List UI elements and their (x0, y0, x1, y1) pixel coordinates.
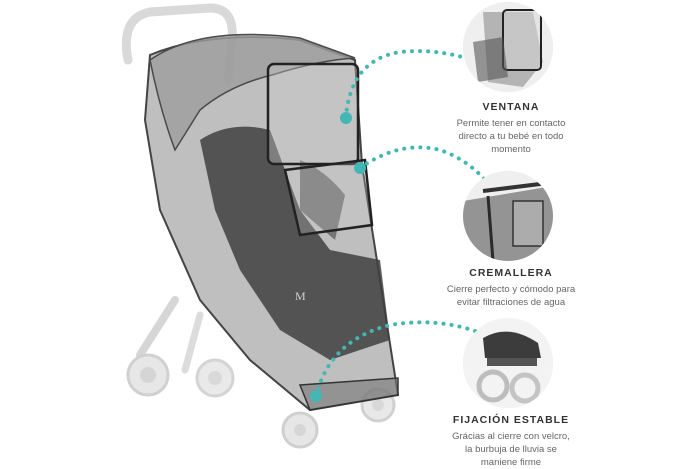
feature-description: Grácias al cierre con velcro, la burbuja… (426, 430, 596, 469)
detail-circle-window (463, 2, 553, 92)
feature-description-line: evitar filtraciones de agua (456, 297, 566, 308)
feature-description-line: Permite tener en contacto (456, 118, 566, 129)
feature-description-line: Grácias al cierre con velcro, (452, 431, 570, 442)
stroller-wheel (281, 411, 319, 449)
feature-title: VENTANA (482, 101, 540, 113)
stroller-rear-leg (136, 296, 179, 359)
feature-description-line: la burbuja de lluvia se (465, 444, 557, 455)
feature-window: VENTANA Permite tener en contacto direct… (426, 101, 596, 156)
feature-description-line: momento (491, 144, 531, 155)
feature-description: Permite tener en contacto directo a tu b… (426, 117, 596, 156)
feature-description-line: maniene firme (480, 457, 542, 468)
stroller-seat-back (300, 160, 345, 240)
stroller-wheel (126, 353, 170, 397)
callout-dot (354, 162, 366, 174)
stroller-wheel (195, 358, 235, 398)
cover-zip-panel (283, 158, 374, 237)
callout-dot (340, 112, 352, 124)
feature-title: CREMALLERA (469, 267, 553, 279)
cover-bottom-edge (298, 377, 399, 411)
stroller-handlebar (121, 3, 237, 85)
cover-window (266, 62, 360, 166)
stroller-seat (200, 126, 390, 361)
connector-zipper (358, 145, 494, 190)
detail-circle-zipper (463, 171, 553, 261)
connector-fixing (314, 320, 502, 398)
feature-description: Cierre perfecto y cómodo para evitar fil… (426, 283, 596, 309)
feature-description-line: Cierre perfecto y cómodo para (446, 284, 576, 295)
callout-dot (310, 390, 322, 402)
detail-circle-fixing (463, 318, 553, 408)
feature-stable-fixing: FIJACIÓN ESTABLE Grácias al cierre con v… (426, 414, 596, 469)
feature-zipper: CREMALLERA Cierre perfecto y cómodo para… (426, 267, 596, 309)
brand-mark-icon: M (295, 289, 306, 303)
stroller-rear-leg (181, 311, 204, 374)
connector-window (344, 49, 480, 120)
feature-title: FIJACIÓN ESTABLE (452, 414, 570, 426)
feature-description-line: directo a tu bebé en todo (458, 131, 564, 142)
